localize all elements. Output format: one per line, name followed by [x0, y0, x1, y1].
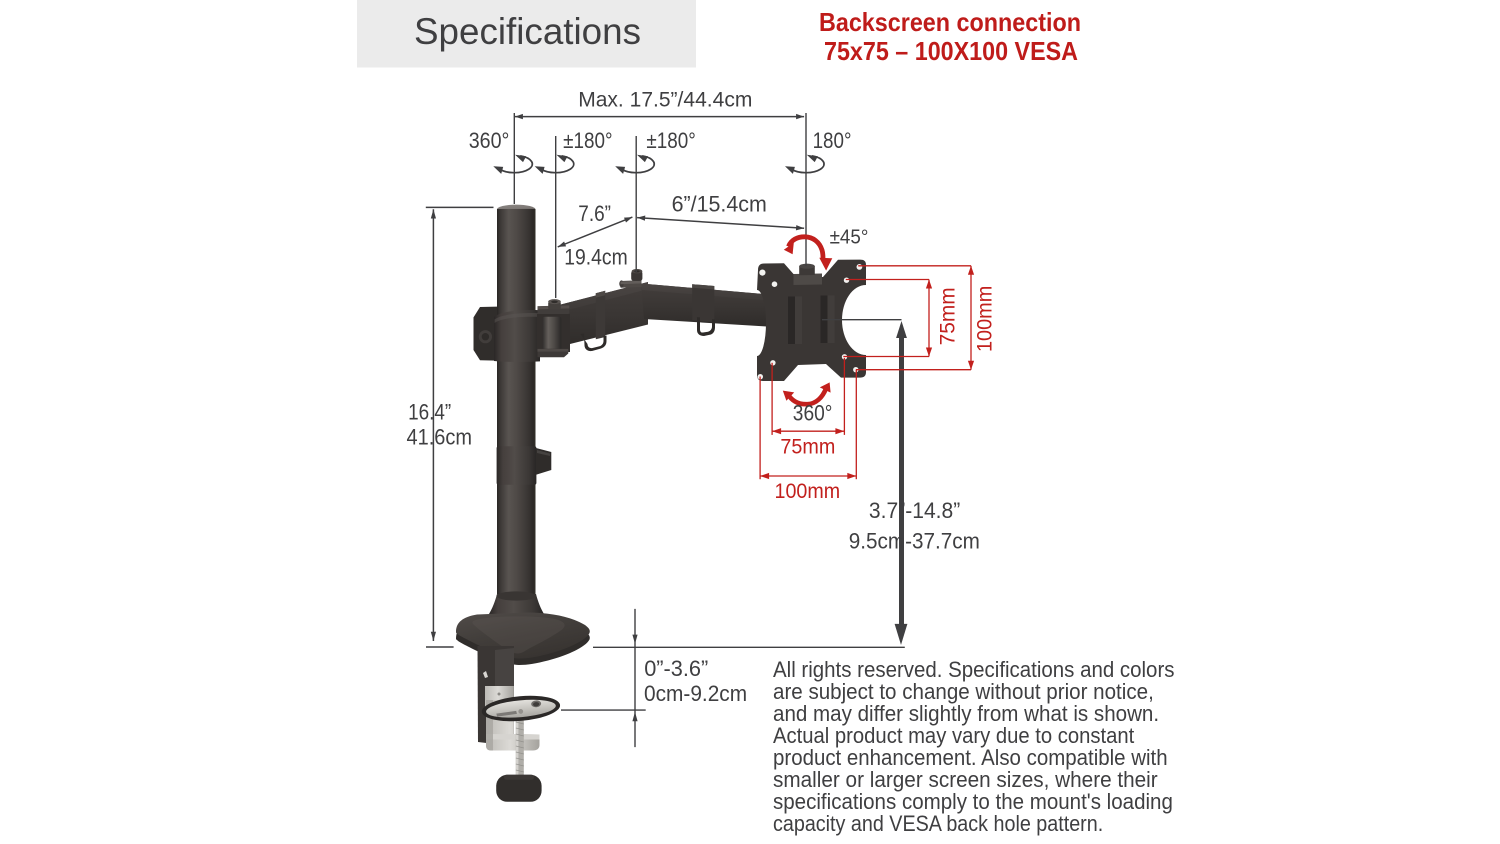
svg-text:specifications comply to the m: specifications comply to the mount's loa…	[773, 789, 1173, 814]
svg-text:180°: 180°	[813, 128, 852, 153]
svg-text:are subject to change without: are subject to change without prior noti…	[773, 679, 1154, 704]
svg-text:9.5cm-37.7cm: 9.5cm-37.7cm	[849, 529, 980, 554]
svg-text:Backscreen connection: Backscreen connection	[819, 7, 1081, 37]
svg-text:product enhancement. Also comp: product enhancement. Also compatible wit…	[773, 745, 1168, 770]
svg-text:75x75 – 100X100 VESA: 75x75 – 100X100 VESA	[824, 36, 1078, 66]
svg-text:Max. 17.5”/44.4cm: Max. 17.5”/44.4cm	[578, 89, 752, 112]
svg-text:100mm: 100mm	[775, 480, 841, 503]
svg-text:Specifications: Specifications	[414, 11, 641, 52]
svg-text:19.4cm: 19.4cm	[564, 245, 627, 270]
svg-text:and may differ slightly from w: and may differ slightly from what is sho…	[773, 701, 1159, 726]
svg-text:360°: 360°	[793, 401, 833, 426]
svg-text:smaller or larger screen sizes: smaller or larger screen sizes, where th…	[773, 767, 1158, 792]
svg-text:±180°: ±180°	[646, 128, 695, 153]
svg-text:100mm: 100mm	[974, 286, 997, 352]
svg-text:0cm-9.2cm: 0cm-9.2cm	[644, 681, 747, 706]
svg-text:16.4”: 16.4”	[408, 400, 451, 425]
svg-text:All rights reserved. Specifica: All rights reserved. Specifications and …	[773, 657, 1175, 682]
svg-text:75mm: 75mm	[780, 436, 835, 459]
svg-text:360°: 360°	[469, 128, 510, 153]
svg-text:41.6cm: 41.6cm	[407, 425, 473, 450]
svg-text:7.6”: 7.6”	[578, 201, 611, 226]
svg-text:±45°: ±45°	[830, 226, 869, 248]
svg-text:±180°: ±180°	[563, 128, 612, 153]
svg-text:0”-3.6”: 0”-3.6”	[644, 656, 708, 681]
svg-text:Actual product may vary due to: Actual product may vary due to constant	[773, 723, 1134, 748]
svg-text:6”/15.4cm: 6”/15.4cm	[672, 192, 767, 217]
svg-text:capacity and VESA back hole pa: capacity and VESA back hole pattern.	[773, 811, 1103, 836]
svg-text:75mm: 75mm	[936, 287, 959, 345]
svg-text:3.7”-14.8”: 3.7”-14.8”	[869, 498, 960, 523]
